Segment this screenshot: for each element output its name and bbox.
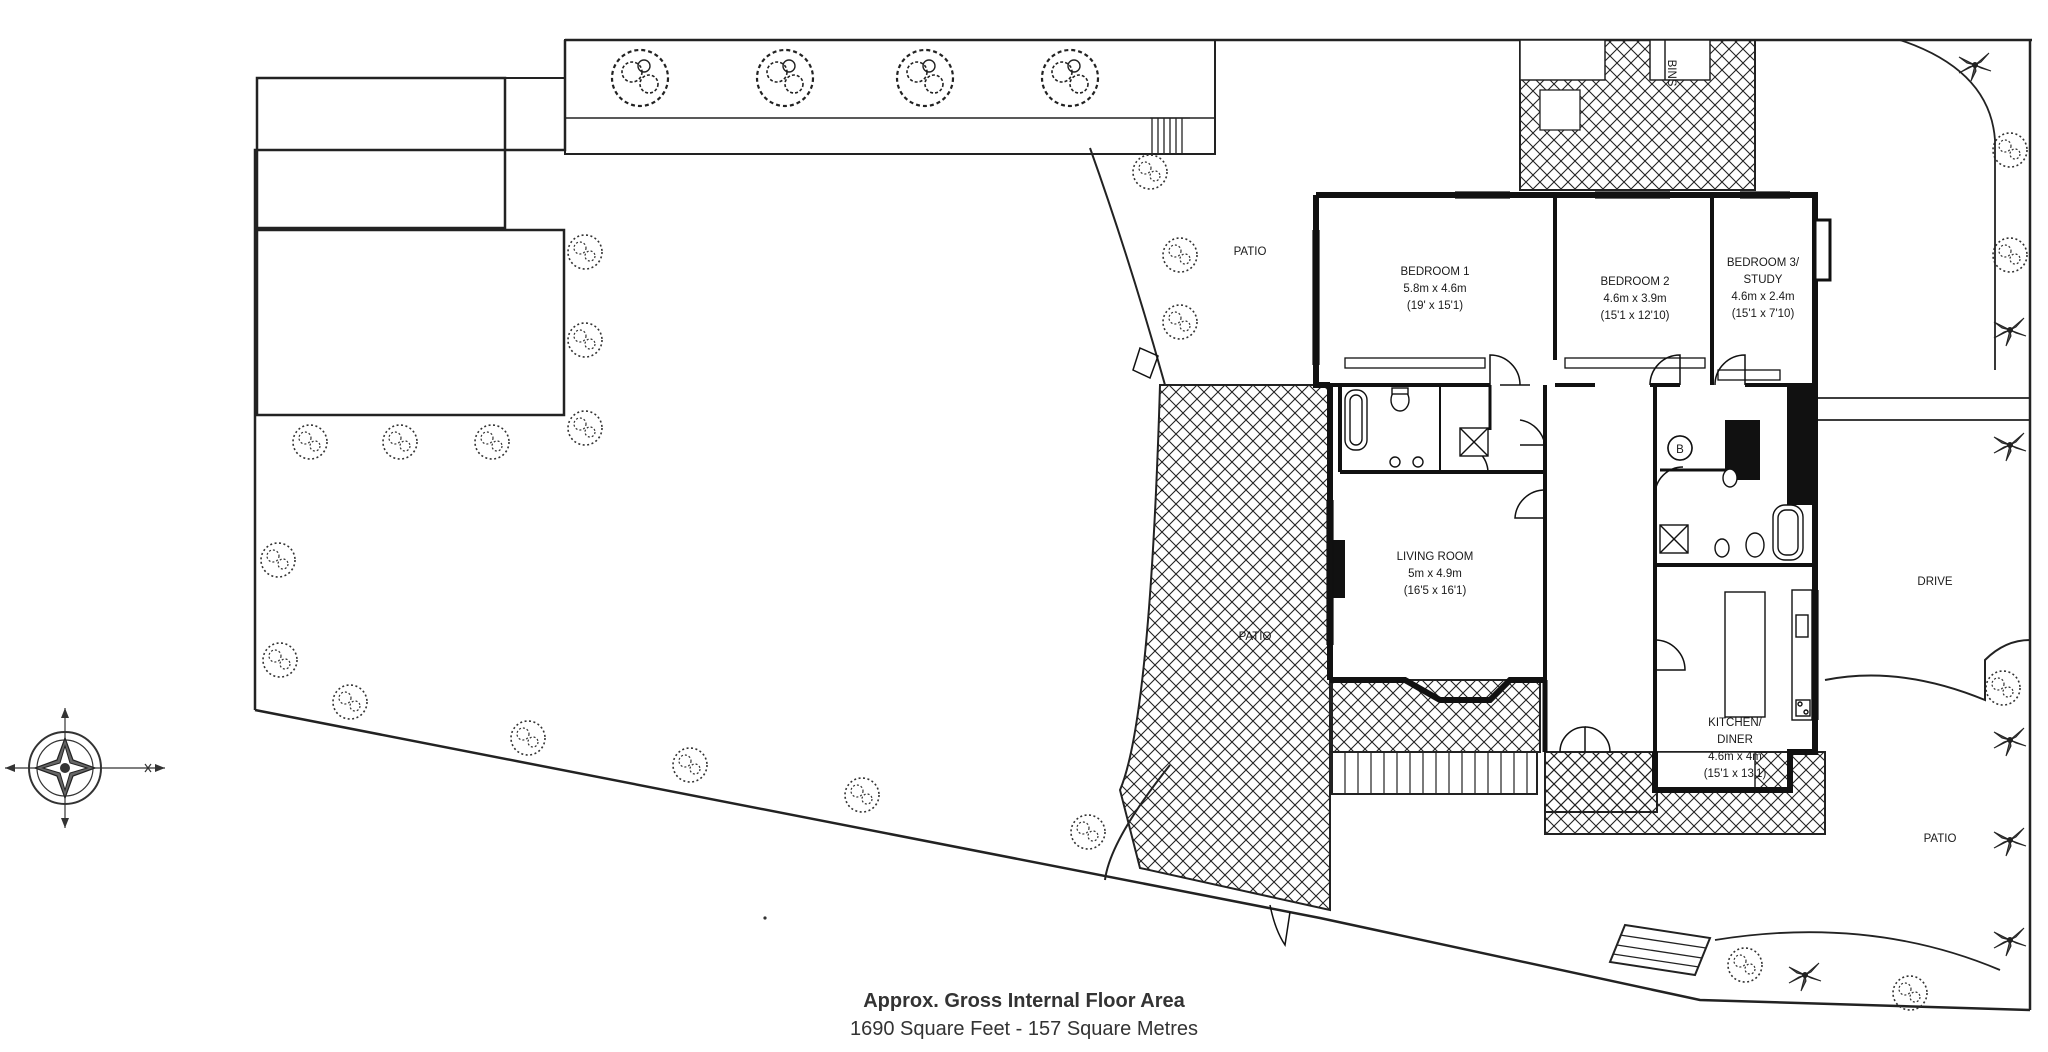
path-curve-top-right xyxy=(1899,39,1996,370)
shrub-icon xyxy=(474,424,510,460)
shrub-icon xyxy=(1070,814,1106,850)
outbuilding-top xyxy=(255,76,565,230)
room-imperial: (15'1 x 7'10) xyxy=(1732,308,1795,320)
shrub-icon xyxy=(262,642,298,678)
room-bedroom-2: BEDROOM 2 4.6m x 3.9m (15'1 x 12'10) xyxy=(1600,276,1669,322)
compass-icon xyxy=(5,708,165,828)
room-kitchen-diner: KITCHEN/ DINER 4.6m x 4m (15'1 x 13'1) xyxy=(1704,717,1767,780)
plant-icon xyxy=(1993,927,2027,957)
drive-edge xyxy=(1824,639,2031,702)
room-living-room: LIVING ROOM 5m x 4.9m (16'5 x 16'1) xyxy=(1397,551,1474,597)
shrub-icon xyxy=(1727,947,1763,983)
outbuilding-bottom xyxy=(255,228,566,417)
path-edge-right xyxy=(1815,397,2030,421)
tree-icon xyxy=(895,48,955,108)
tree-icon xyxy=(610,48,670,108)
fireplace xyxy=(1333,540,1345,598)
house xyxy=(1313,192,1818,793)
plant-icon xyxy=(1993,727,2027,757)
shrub-icon xyxy=(332,684,368,720)
bins-area xyxy=(1519,39,1756,191)
room-metric: 4.6m x 4m xyxy=(1708,751,1762,763)
shrub-icon xyxy=(1162,304,1198,340)
room-metric: 5.8m x 4.6m xyxy=(1403,283,1466,295)
patio-paving-bay xyxy=(1331,679,1541,753)
shrub-icon xyxy=(567,410,603,446)
drive-label: DRIVE xyxy=(1917,576,1952,588)
room-name: KITCHEN/ xyxy=(1708,717,1762,729)
plant-icon xyxy=(1993,827,2027,857)
tree-icon xyxy=(1040,48,1100,108)
plant-icon xyxy=(1958,52,1992,82)
shrub-icon xyxy=(510,720,546,756)
room-imperial: (15'1 x 12'10) xyxy=(1601,310,1670,322)
shrub-icon xyxy=(292,424,328,460)
patio-paving-left xyxy=(1118,384,1331,912)
room-metric: 4.6m x 2.4m xyxy=(1731,291,1794,303)
bottom-curve-edge xyxy=(1714,931,2001,971)
shrub-icon xyxy=(1992,132,2028,168)
chimney xyxy=(1787,385,1815,505)
shrub-icon xyxy=(1985,670,2021,706)
shrub-icon xyxy=(1992,237,2028,273)
floor-area-title: Approx. Gross Internal Floor Area xyxy=(863,990,1185,1012)
patio-label-middle: PATIO xyxy=(1239,631,1272,643)
room-name: BEDROOM 1 xyxy=(1400,266,1469,278)
steps-bottom xyxy=(1608,923,1712,977)
plant-icon xyxy=(1993,317,2027,347)
shrub-icon xyxy=(844,777,880,813)
kitchen-fixtures xyxy=(1724,589,1813,721)
room-imperial: (19' x 15'1) xyxy=(1407,300,1463,312)
room-name: BEDROOM 3/ xyxy=(1727,257,1800,269)
room-name-2: STUDY xyxy=(1744,274,1783,286)
tree-icon xyxy=(755,48,815,108)
shrub-icon xyxy=(672,747,708,783)
patio-label-top: PATIO xyxy=(1234,246,1267,258)
floor-area-subtitle: 1690 Square Feet - 157 Square Metres xyxy=(850,1018,1198,1040)
room-bedroom-1: BEDROOM 1 5.8m x 4.6m (19' x 15'1) xyxy=(1400,266,1469,312)
radiators xyxy=(1344,357,1781,381)
chimney-breast xyxy=(1813,218,1832,282)
room-imperial: (16'5 x 16'1) xyxy=(1404,585,1467,597)
plant-icon xyxy=(1788,962,1822,992)
shrub-icon xyxy=(382,424,418,460)
room-name-2: DINER xyxy=(1717,734,1753,746)
boiler-label: B xyxy=(1676,444,1684,456)
shrub-icon xyxy=(567,322,603,358)
shrub-icon xyxy=(1132,154,1168,190)
room-metric: 5m x 4.9m xyxy=(1408,568,1462,580)
shrub-icon xyxy=(1162,237,1198,273)
patio-label-right: PATIO xyxy=(1924,833,1957,845)
room-bedroom-3-study: BEDROOM 3/ STUDY 4.6m x 2.4m (15'1 x 7'1… xyxy=(1727,257,1800,320)
room-imperial: (15'1 x 13'1) xyxy=(1704,768,1767,780)
top-planting-strip xyxy=(564,39,1216,155)
steps-living xyxy=(1331,751,1538,795)
boiler-icon: B xyxy=(1667,435,1693,461)
shrub-icon xyxy=(567,234,603,270)
room-metric: 4.6m x 3.9m xyxy=(1603,293,1666,305)
plant-icon xyxy=(1993,432,2027,462)
patio-curve-edge xyxy=(1089,147,1166,386)
room-name: BEDROOM 2 xyxy=(1600,276,1669,288)
bins-label: BINS xyxy=(1665,60,1677,87)
room-name: LIVING ROOM xyxy=(1397,551,1474,563)
shrub-icon xyxy=(260,542,296,578)
